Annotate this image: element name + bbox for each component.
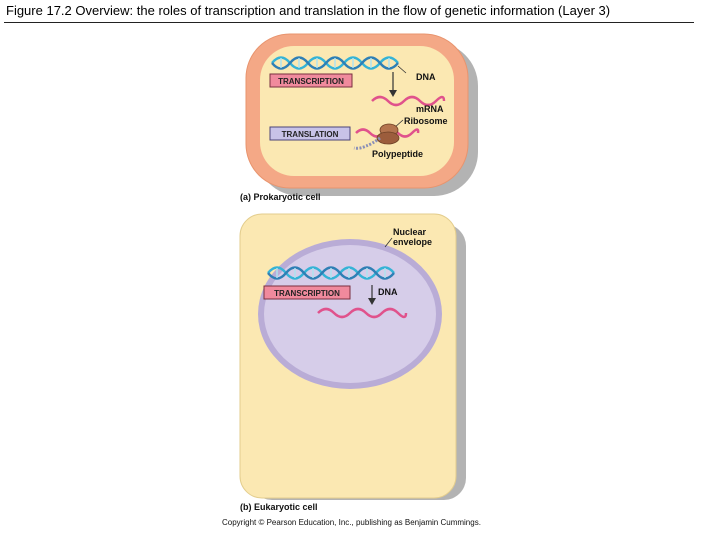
ribosome-icon [376, 123, 400, 145]
transcription-arrow [389, 72, 397, 97]
mrna-label: mRNA [416, 104, 444, 114]
copyright-notice: Copyright © Pearson Education, Inc., pub… [222, 518, 481, 527]
translation-box: TRANSLATION [269, 126, 351, 141]
prokaryote-mrna-strand [371, 95, 446, 107]
nuclear-envelope-label-line2: envelope [393, 237, 432, 247]
eukaryotic-caption: (b) Eukaryotic cell [240, 502, 318, 512]
nuclear-envelope-leader-line [384, 237, 393, 248]
eukaryote-transcription-arrow [368, 285, 376, 305]
eukaryote-dna-helix [267, 266, 395, 280]
eukaryote-mrna-strand [317, 307, 408, 319]
ribosome-label: Ribosome [404, 116, 448, 126]
slide-title: Figure 17.2 Overview: the roles of trans… [6, 3, 611, 18]
polypeptide-label: Polypeptide [372, 149, 423, 159]
prokaryote-transcription-label: TRANSCRIPTION [278, 77, 344, 86]
prokaryote-dna-label: DNA [416, 72, 436, 82]
prokaryote-dna-helix [271, 56, 399, 70]
prokaryotic-caption: (a) Prokaryotic cell [240, 192, 321, 202]
translation-label: TRANSLATION [282, 130, 339, 139]
eukaryote-transcription-label: TRANSCRIPTION [274, 289, 340, 298]
title-divider [4, 22, 694, 23]
eukaryote-dna-label: DNA [378, 287, 398, 297]
eukaryote-transcription-box: TRANSCRIPTION [263, 285, 351, 300]
nuclear-envelope-label-line1: Nuclear [393, 227, 427, 237]
polypeptide-chain [353, 136, 381, 150]
dna-leader-line [397, 65, 407, 74]
prokaryote-transcription-box: TRANSCRIPTION [269, 73, 353, 88]
